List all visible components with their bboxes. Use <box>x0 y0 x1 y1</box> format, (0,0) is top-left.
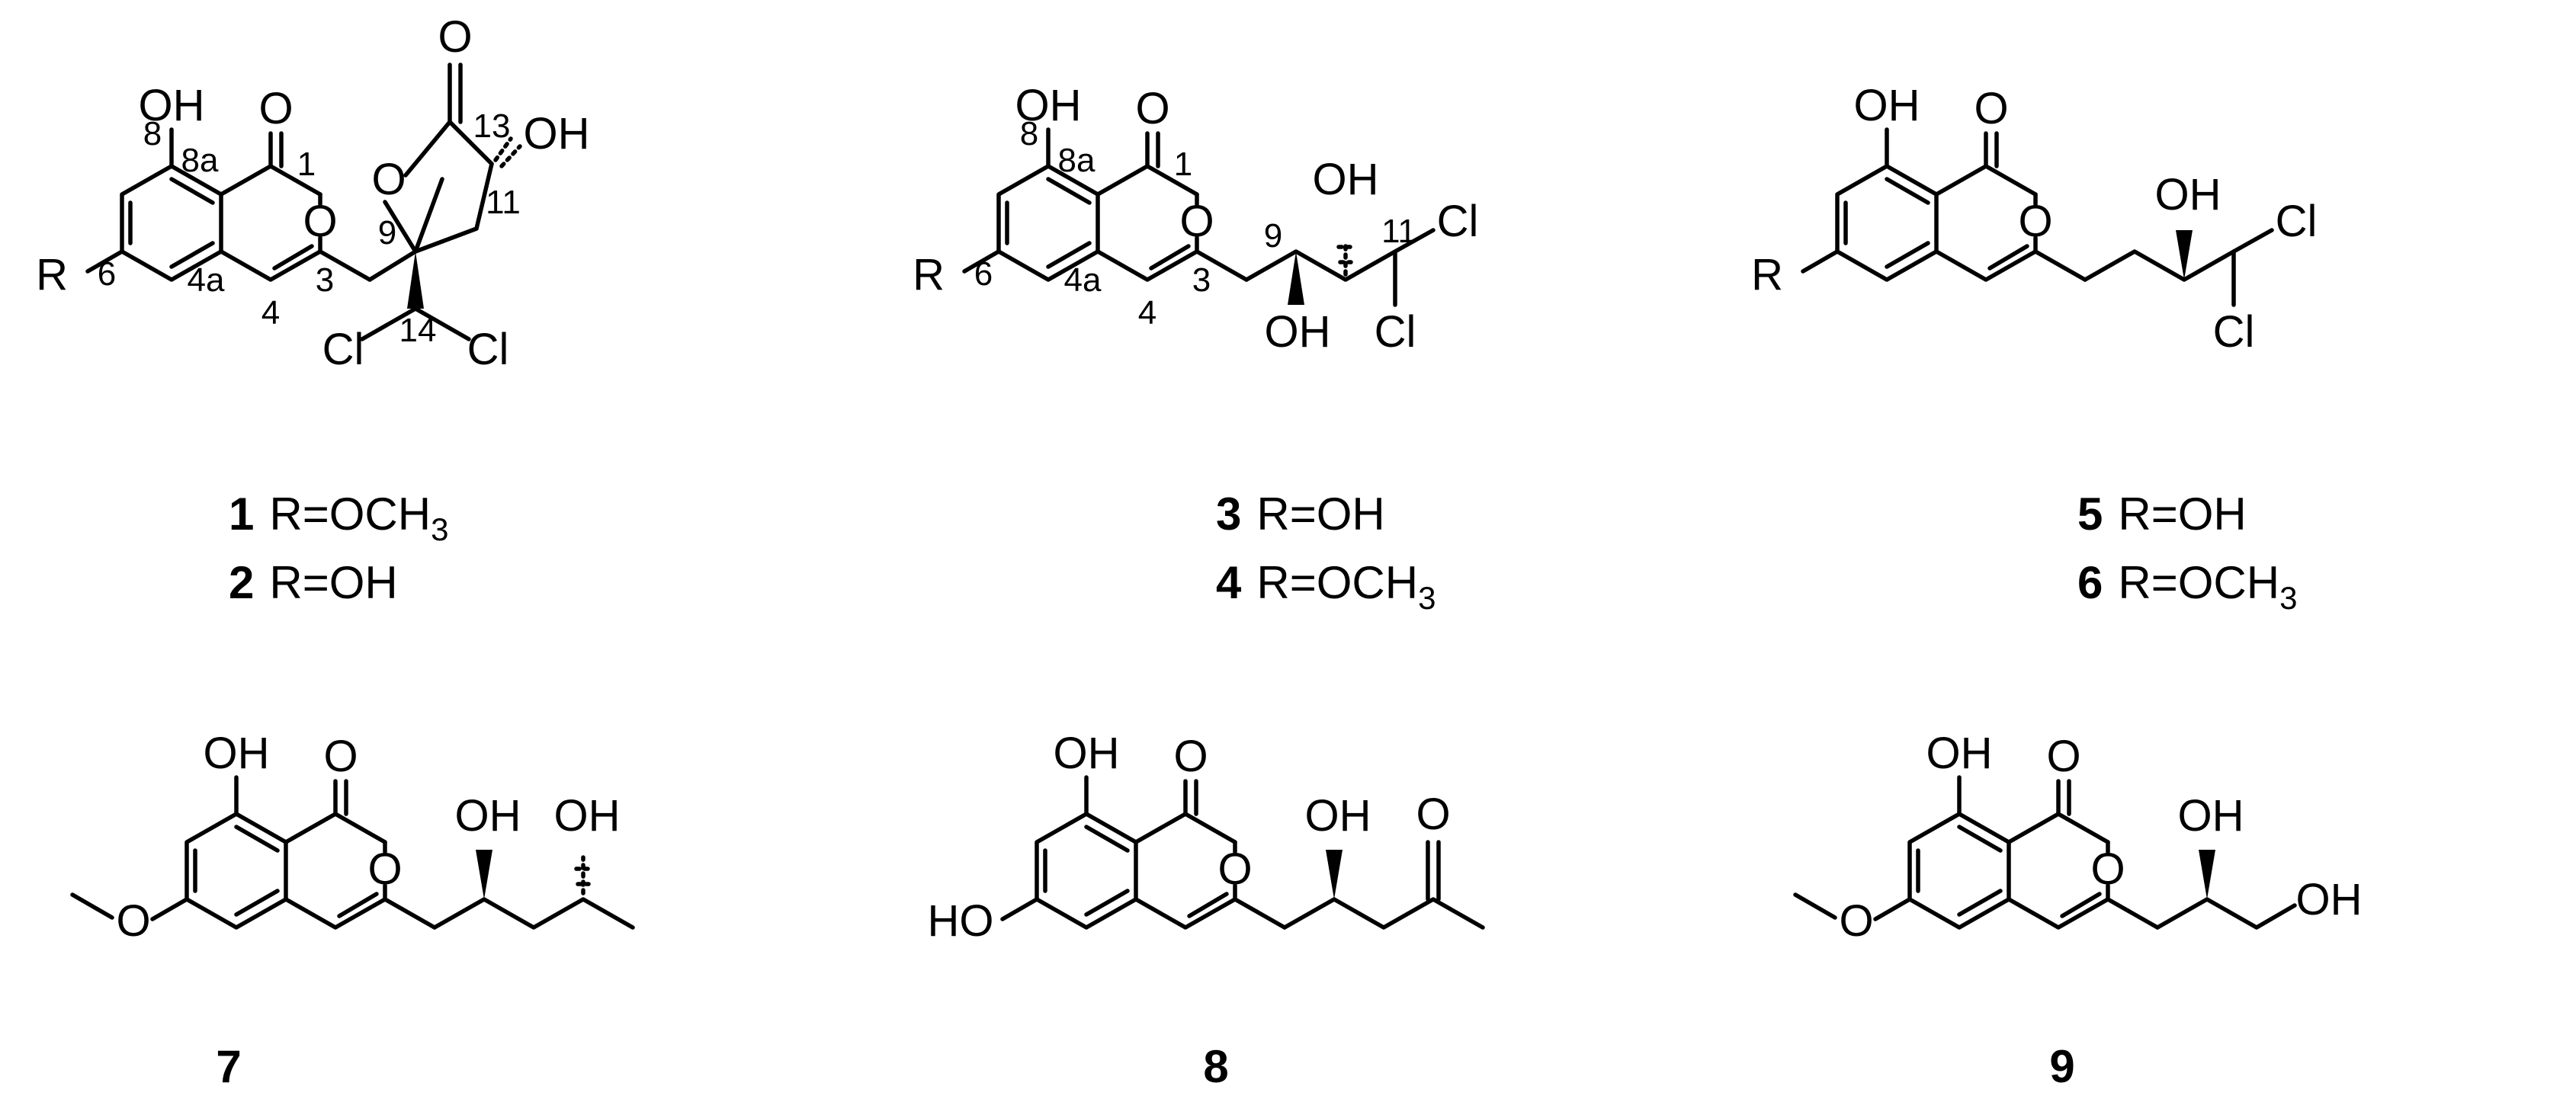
hydroxy-label-a: OH <box>455 791 521 841</box>
carbonyl-oxygen-label: O <box>1974 84 2008 133</box>
methoxy-oxygen-label: O <box>116 896 150 946</box>
ring-oxygen-label: O <box>2018 197 2052 246</box>
hydroxy-8-label: OH <box>1926 729 1993 778</box>
locant-8: 8 <box>143 115 162 152</box>
caption-compound-7: 7 <box>216 1041 241 1092</box>
ring-oxygen-label: O <box>1179 197 1214 246</box>
hydroxy-10-label: OH <box>1313 155 1379 204</box>
structure-compound-1-2: OH O O R 6 8 8a 1 4a 4 3 9 O O 13 11 OH … <box>36 12 589 608</box>
caption-compound-8: 8 <box>1203 1041 1228 1092</box>
locant-11: 11 <box>486 184 521 221</box>
locant-1: 1 <box>1174 146 1192 183</box>
ring-oxygen-label: O <box>1217 844 1252 894</box>
locant-6: 6 <box>974 255 993 293</box>
hydroxy-6-label: HO <box>928 896 994 946</box>
r-substituent-label: R <box>36 250 68 300</box>
locant-13: 13 <box>473 107 511 145</box>
locant-8: 8 <box>1020 115 1038 152</box>
structure-compound-3-4: OH O O R 6 8 8a 1 4a 4 3 9 OH OH 11 Cl C… <box>913 81 1478 616</box>
caption-compound-9: 9 <box>2049 1041 2074 1092</box>
hydroxy-8-label: OH <box>1015 81 1082 130</box>
hydroxy-label-b: OH <box>2296 875 2363 924</box>
hydroxy-label: OH <box>2155 170 2222 219</box>
chloro-label-b: Cl <box>2213 307 2255 357</box>
locant-6: 6 <box>98 255 116 293</box>
carbonyl-oxygen-label: O <box>2046 732 2080 781</box>
lactone-oxygen-label: O <box>371 155 406 204</box>
structure-compound-8: OH O O HO OH O 8 <box>928 729 1485 1092</box>
carbonyl-oxygen-label: O <box>258 84 293 133</box>
chloro-label-a: Cl <box>322 325 364 374</box>
locant-3: 3 <box>316 261 334 299</box>
locant-4: 4 <box>261 294 280 332</box>
chloro-label-a: Cl <box>2276 197 2318 246</box>
hydroxy-12-label: OH <box>524 109 590 159</box>
methoxy-oxygen-label: O <box>1839 896 1873 946</box>
carbonyl-oxygen-label: O <box>323 732 358 781</box>
locant-14: 14 <box>399 312 437 349</box>
lactone-carbonyl-oxygen-label: O <box>438 12 472 62</box>
hydroxy-8-label: OH <box>1054 729 1120 778</box>
ring-oxygen-label: O <box>303 197 337 246</box>
hydroxy-label: OH <box>1305 791 1371 841</box>
chloro-label-b: Cl <box>467 325 509 374</box>
chloro-label-a: Cl <box>1437 197 1479 246</box>
locant-9: 9 <box>1264 217 1282 255</box>
hydroxy-9-label: OH <box>1265 307 1331 357</box>
locant-8a: 8a <box>1058 142 1096 179</box>
locant-3: 3 <box>1192 261 1211 299</box>
hydroxy-8-label: OH <box>139 81 205 130</box>
locant-9: 9 <box>378 214 396 251</box>
ring-oxygen-label: O <box>2090 844 2125 894</box>
structure-compound-7: OH O O O OH OH 7 <box>70 729 635 1092</box>
hydroxy-8-label: OH <box>204 729 270 778</box>
r-substituent-label: R <box>913 250 945 300</box>
carbonyl-oxygen-label: O <box>1135 84 1169 133</box>
locant-8a: 8a <box>181 142 219 179</box>
locant-4a: 4a <box>188 261 225 299</box>
r-substituent-label: R <box>1751 250 1783 300</box>
hydroxy-label-a: OH <box>2178 791 2244 841</box>
structure-compound-9: OH O O O OH OH 9 <box>1793 729 2363 1092</box>
ketone-oxygen-label: O <box>1416 790 1450 839</box>
locant-4a: 4a <box>1064 261 1102 299</box>
hydroxy-8-label: OH <box>1854 81 1920 130</box>
locant-1: 1 <box>297 146 316 183</box>
carbonyl-oxygen-label: O <box>1173 732 1208 781</box>
chloro-label-b: Cl <box>1375 307 1416 357</box>
hydroxy-label-b: OH <box>554 791 621 841</box>
ring-oxygen-label: O <box>367 844 402 894</box>
locant-4: 4 <box>1138 294 1156 332</box>
